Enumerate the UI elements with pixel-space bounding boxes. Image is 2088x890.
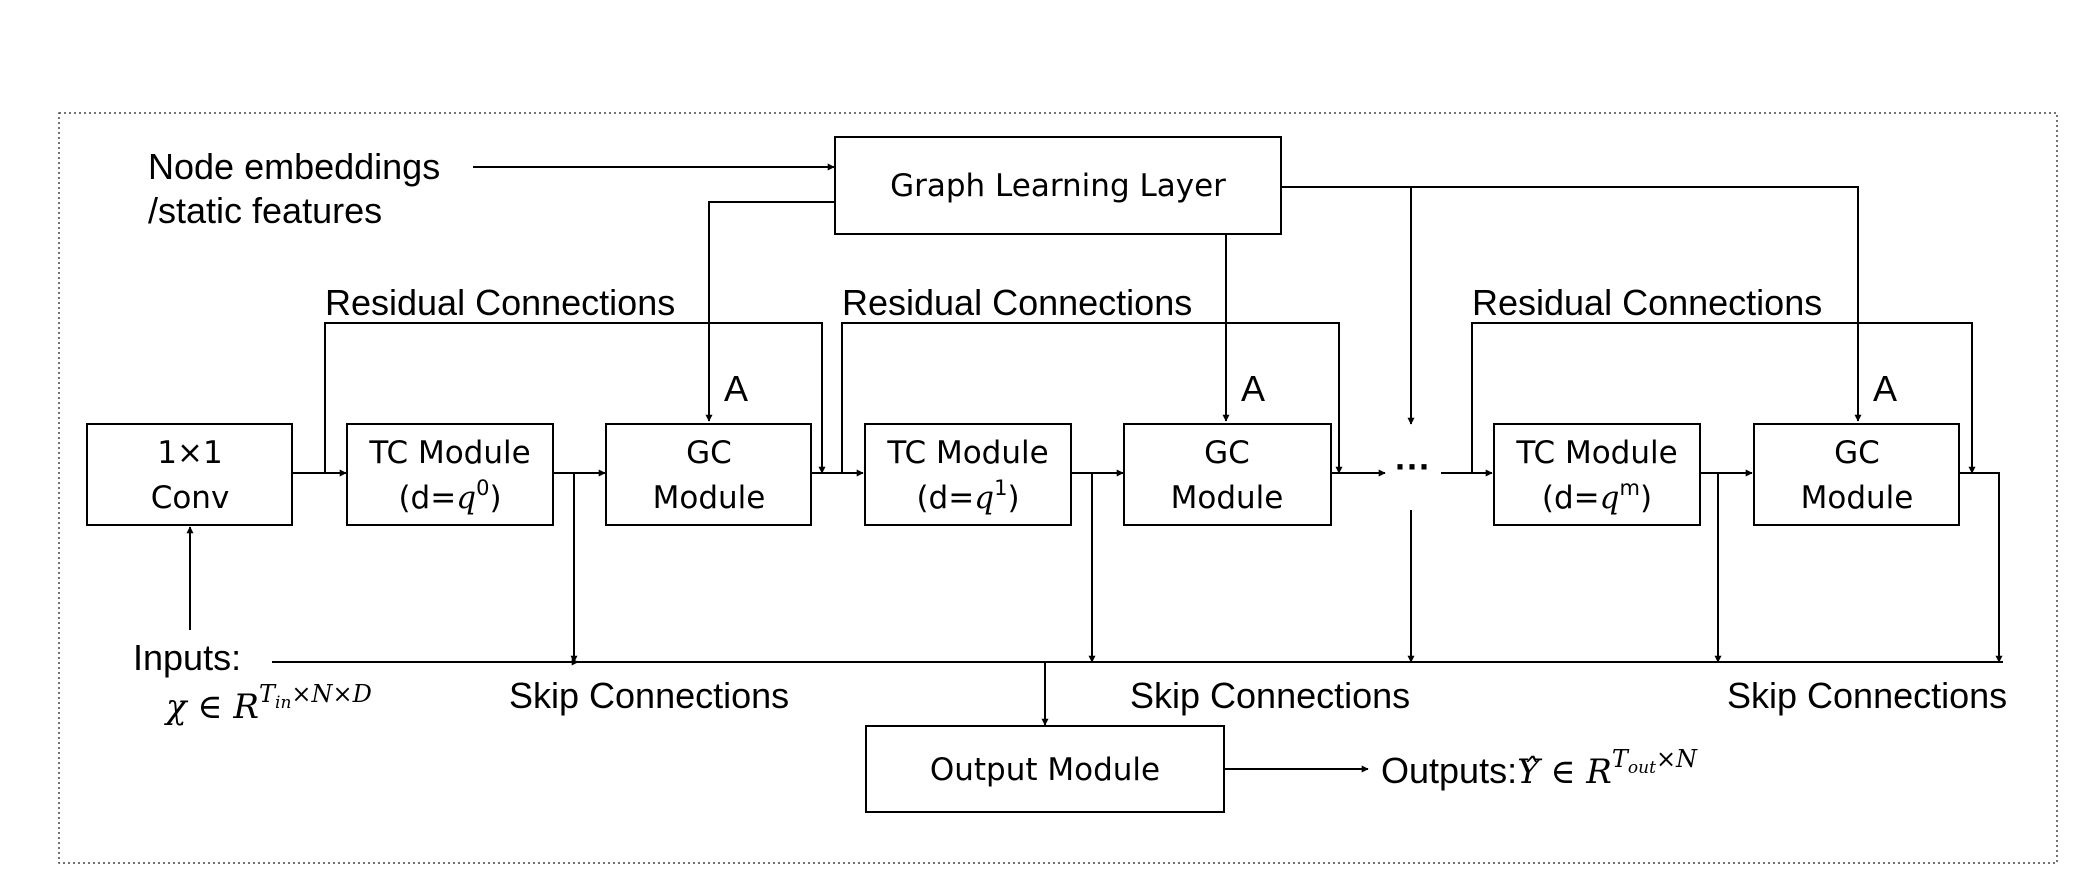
tc-module-1-dilation: (d=q0) [398,476,501,516]
node-embeddings-label-line1: Node embeddings [148,146,440,187]
residual-connections-label-3: Residual Connections [1472,282,1822,323]
gc-module-2-label-line2: Module [1171,480,1284,516]
skip-from-gc3 [1959,472,2003,663]
tc-module-2: TC Module (d=q1) [864,423,1072,526]
conv-label-line2: Conv [151,480,230,516]
gc-module-2-label-line1: GC [1204,435,1250,471]
inputs-formula: χ ∈ RTin×N×D [164,680,372,727]
outputs-formula: Outputs:Υ̂ ∈ RTout×N [1381,745,1698,792]
gc-module-1-label-line2: Module [653,480,766,516]
gc-module-3: GC Module [1753,423,1960,526]
residual-connection-1 [324,322,826,474]
inputs-label: Inputs: [133,637,241,678]
tc-module-3-dilation: (d=qm) [1542,476,1652,516]
tc-module-2-label: TC Module [886,435,1048,471]
tc-module-3-label: TC Module [1515,435,1677,471]
adjacency-label-1: A [724,368,748,409]
line-gll-right [1282,186,1862,422]
tc-module-2-dilation: (d=q1) [916,476,1019,516]
outer-frame [58,112,2058,864]
output-module-label: Output Module [930,752,1160,788]
adjacency-label-2: A [1241,368,1265,409]
gc-module-1: GC Module [605,423,812,526]
residual-connection-2 [841,322,1343,474]
skip-connections-label-3: Skip Connections [1727,675,2007,716]
residual-connections-label-1: Residual Connections [325,282,675,323]
conv-label-line1: 1×1 [157,435,222,471]
residual-connections-label-2: Residual Connections [842,282,1192,323]
connectors [186,163,2003,773]
arrow-gll-to-gc1 [705,201,834,422]
ellipsis: ··· [1395,446,1431,487]
gc-module-3-label-line2: Module [1801,480,1914,516]
graph-learning-layer: Graph Learning Layer [834,136,1282,235]
tc-module-1: TC Module (d=q0) [346,423,554,526]
node-embeddings-label-line2: /static features [148,190,382,231]
tc-module-1-label: TC Module [368,435,530,471]
skip-connections-label-1: Skip Connections [509,675,789,716]
gc-module-1-label-line1: GC [686,435,732,471]
output-module: Output Module [865,725,1225,813]
tc-module-3: TC Module (d=qm) [1493,423,1701,526]
gc-module-2: GC Module [1123,423,1332,526]
adjacency-label-3: A [1873,368,1897,409]
skip-connections-label-2: Skip Connections [1130,675,1410,716]
graph-learning-layer-label: Graph Learning Layer [890,168,1226,204]
gc-module-3-label-line1: GC [1834,435,1880,471]
conv-block: 1×1 Conv [86,423,293,526]
residual-connection-3 [1471,322,1976,474]
